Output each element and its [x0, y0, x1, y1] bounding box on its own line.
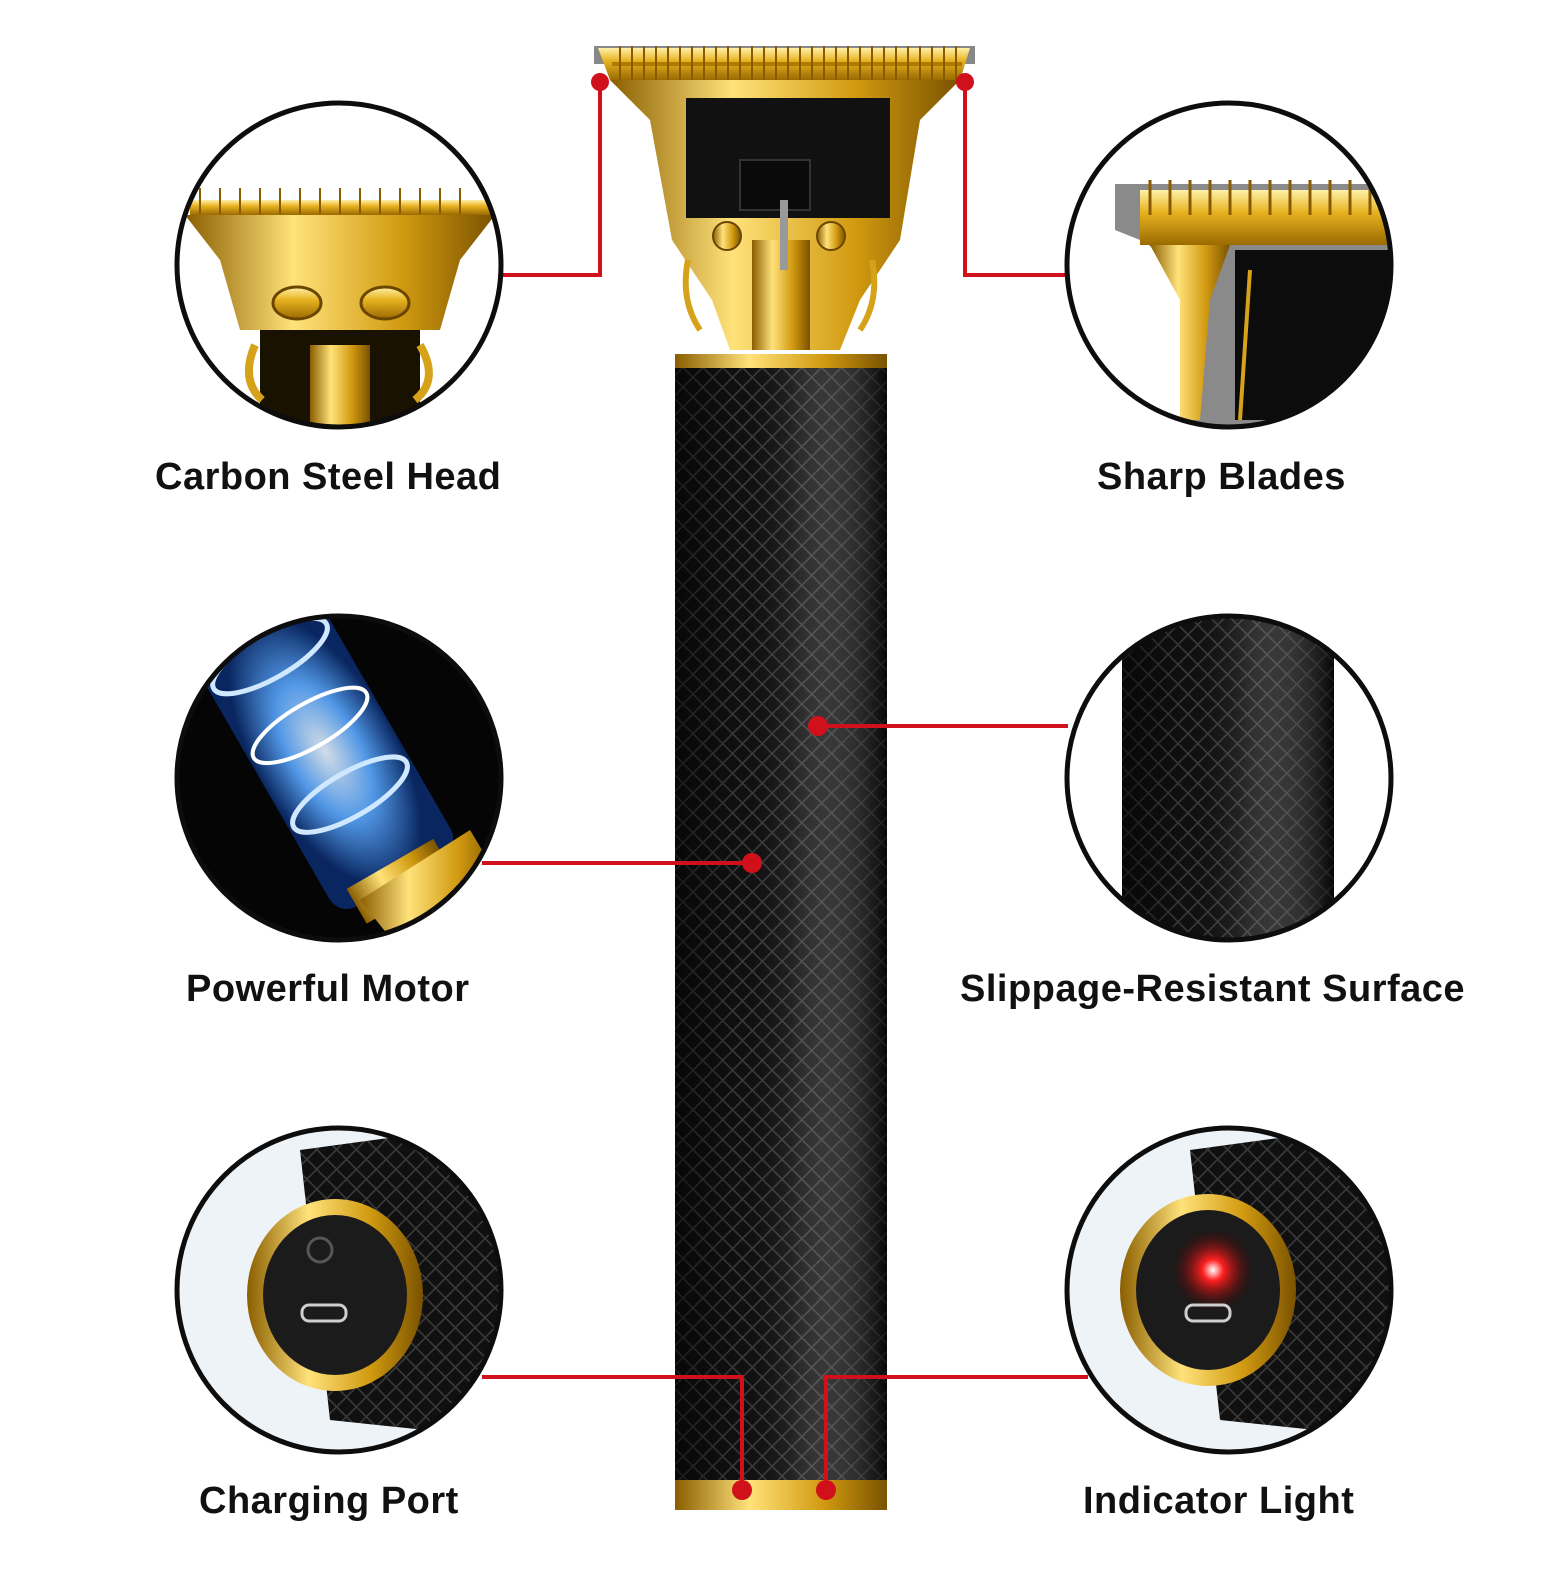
powerful-motor-image — [174, 613, 504, 943]
marker-dot — [816, 1480, 836, 1500]
marker-dot — [732, 1480, 752, 1500]
leader-lines — [482, 82, 1088, 1490]
feature-label-charging-port: Charging Port — [199, 1480, 459, 1522]
marker-dot — [591, 73, 609, 91]
marker-dot — [808, 716, 828, 736]
slippage-resistant-surface-image — [1064, 613, 1394, 943]
indicator-light-image — [1064, 1125, 1394, 1455]
marker-dot — [742, 853, 762, 873]
feature-label-sharp-blades: Sharp Blades — [1097, 456, 1346, 498]
trimmer-product — [594, 46, 975, 1510]
marker-dot — [956, 73, 974, 91]
feature-label-powerful-motor: Powerful Motor — [186, 968, 470, 1010]
feature-label-indicator-light: Indicator Light — [1083, 1480, 1355, 1522]
carbon-steel-head-image — [174, 100, 504, 430]
feature-label-slippage-resistant-surface: Slippage-Resistant Surface — [960, 968, 1466, 1010]
sharp-blades-image — [1064, 100, 1394, 430]
charging-port-image — [174, 1125, 504, 1455]
feature-label-carbon-steel-head: Carbon Steel Head — [155, 456, 502, 498]
